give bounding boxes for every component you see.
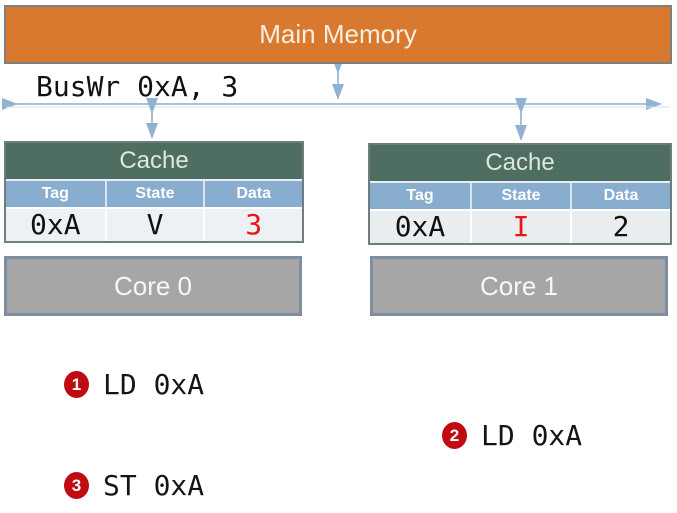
step-2-badge: 2	[442, 422, 467, 449]
cache-0-header-row: Tag State Data	[6, 179, 302, 207]
step-2-operation: LD 0xA	[481, 419, 583, 452]
cache-0-col-state: State	[104, 181, 204, 207]
step-1-badge: 1	[64, 371, 89, 398]
cache-0-col-tag: Tag	[41, 185, 69, 202]
cache-0-col-data: Data	[203, 181, 302, 207]
cache-1-state-value: I	[470, 211, 570, 243]
step-1: 1 LD 0xA	[64, 368, 204, 401]
bus-write-label: BusWr 0xA, 3	[36, 70, 239, 103]
cache-1-header-row: Tag State Data	[370, 181, 670, 209]
step-3: 3 ST 0xA	[64, 469, 204, 502]
core-0-box: Core 0	[4, 256, 302, 316]
cache-1-col-data: Data	[570, 183, 670, 209]
cache-1-col-tag: Tag	[406, 187, 434, 204]
cache-1-col-state: State	[470, 183, 570, 209]
core-1-box: Core 1	[370, 256, 668, 316]
cache-1-title: Cache	[370, 145, 670, 181]
cache-1-data-value: 2	[570, 211, 670, 243]
main-memory-label: Main Memory	[259, 19, 417, 49]
main-memory-box: Main Memory	[4, 5, 672, 64]
step-3-badge: 3	[64, 472, 89, 499]
cache-0-data-value: 3	[203, 209, 302, 241]
cache-0-title: Cache	[6, 143, 302, 179]
cache-0: Cache Tag State Data 0xA V 3	[4, 141, 304, 243]
cache-1: Cache Tag State Data 0xA I 2	[368, 143, 672, 245]
step-2: 2 LD 0xA	[442, 419, 582, 452]
cache-1-tag-value: 0xA	[394, 210, 446, 243]
cache-0-value-row: 0xA V 3	[6, 207, 302, 241]
cache-1-value-row: 0xA I 2	[370, 209, 670, 243]
step-3-operation: ST 0xA	[103, 469, 205, 502]
core-0-label: Core 0	[113, 270, 193, 301]
core-1-label: Core 1	[479, 270, 559, 301]
cache-0-state-value: V	[104, 209, 204, 241]
cache-0-tag-value: 0xA	[30, 208, 81, 241]
step-1-operation: LD 0xA	[103, 368, 205, 401]
